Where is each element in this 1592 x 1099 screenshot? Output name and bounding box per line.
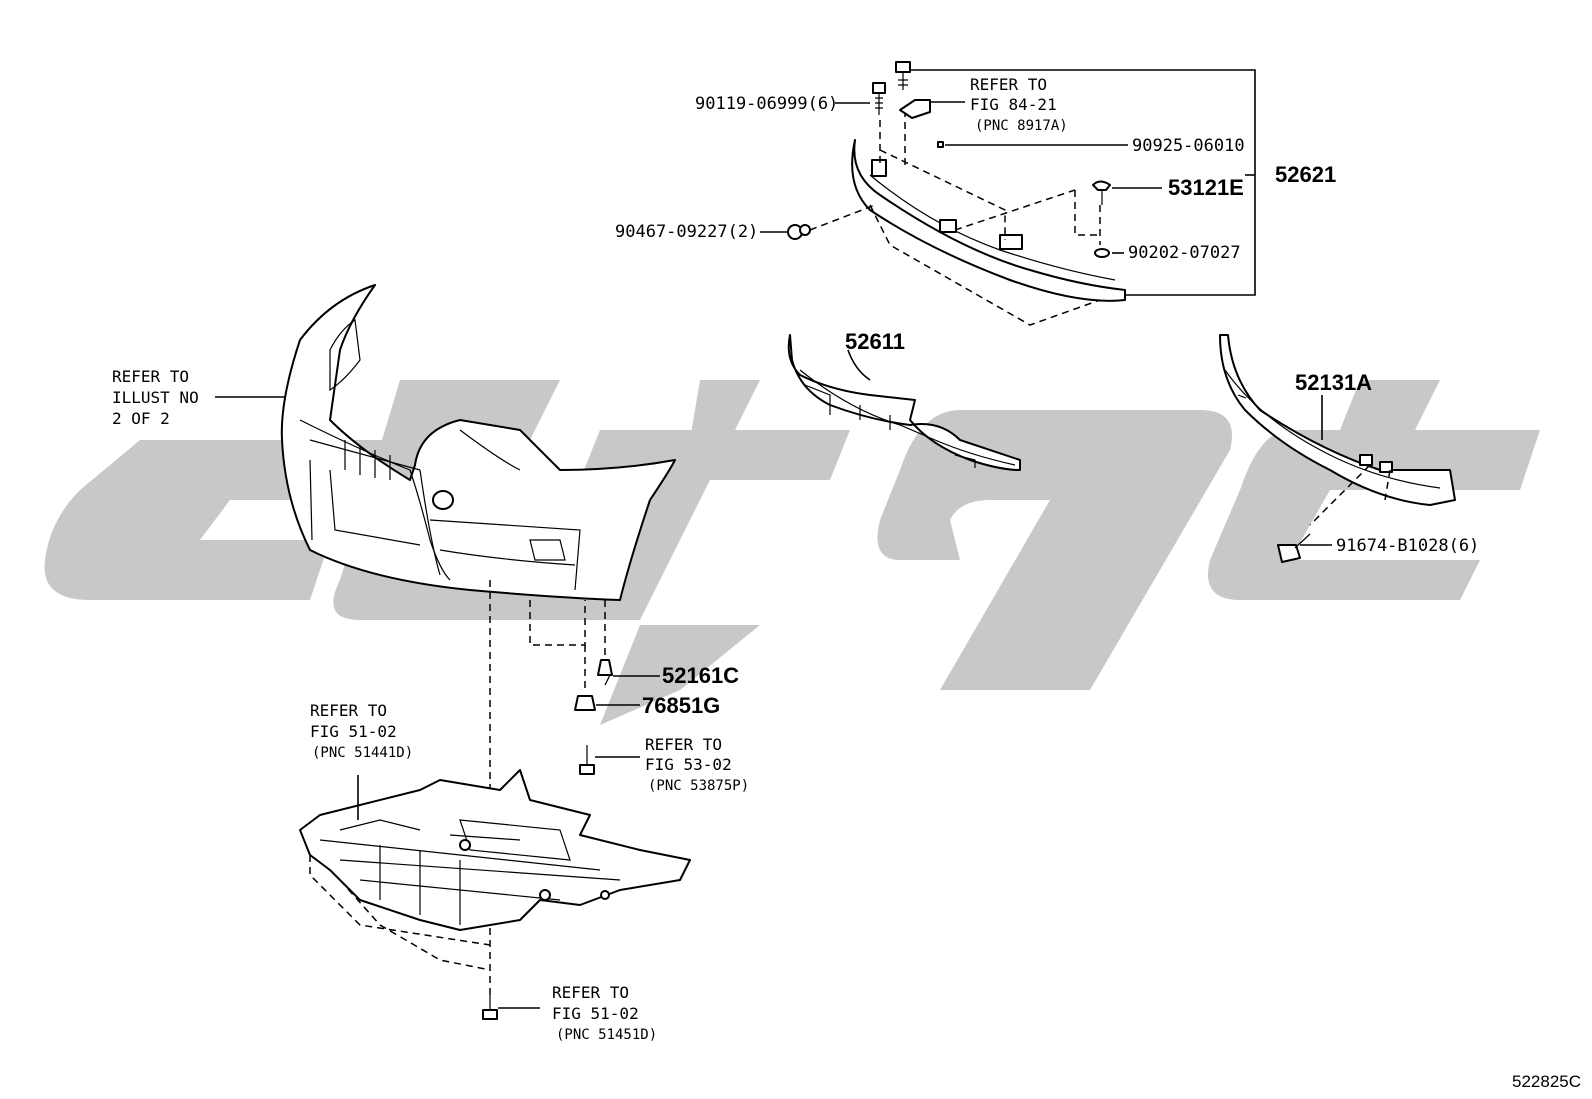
label-52611[interactable]: 52611	[845, 329, 905, 354]
reinforcement-52131A	[1219, 334, 1456, 506]
diagram-code: 522825C	[1512, 1072, 1581, 1091]
label-91674[interactable]: 91674-B1028(6)	[1336, 536, 1479, 556]
spoiler-52621	[787, 61, 1256, 326]
nut-76851G	[574, 695, 596, 711]
label-53121E[interactable]: 53121E	[1168, 175, 1244, 200]
ref-fig5102b-l3: (PNC 51451D)	[556, 1027, 657, 1043]
ref-fig5102a-l2: FIG 51-02	[310, 722, 397, 741]
ref-fig5102a-l1: REFER TO	[310, 701, 387, 720]
ref-fig8421-l2: FIG 84-21	[970, 95, 1057, 114]
ref-fig8421-l3: (PNC 8917A)	[975, 118, 1068, 134]
screw-90467	[787, 224, 811, 240]
watermark-glyph-8	[1320, 380, 1440, 480]
bolt-fig5102b	[482, 995, 498, 1020]
bolt-91674	[1277, 533, 1311, 563]
label-76851G[interactable]: 76851G	[642, 693, 720, 718]
bolt-90119	[872, 82, 886, 115]
clip-52161C	[597, 659, 613, 686]
label-52161C[interactable]: 52161C	[662, 663, 739, 688]
bolt-fig5302	[579, 745, 595, 775]
bolt-top	[895, 61, 911, 90]
watermark-glyph-5	[600, 625, 760, 725]
bracket-fig8421	[899, 99, 931, 119]
ref-fig5302-l2: FIG 53-02	[645, 755, 732, 774]
ref-illust-l3: 2 OF 2	[112, 409, 170, 428]
ref-fig5302-l3: (PNC 53875P)	[648, 778, 749, 794]
watermark	[44, 380, 1540, 725]
watermark-glyph-6	[877, 410, 1232, 690]
bumper-cover	[280, 284, 676, 601]
label-52131A[interactable]: 52131A	[1295, 370, 1372, 395]
label-90119[interactable]: 90119-06999(6)	[695, 94, 838, 114]
clip-53121E	[1092, 180, 1111, 205]
ref-fig8421-l1: REFER TO	[970, 75, 1047, 94]
ref-fig5102a-l3: (PNC 51441D)	[312, 745, 413, 761]
label-52621[interactable]: 52621	[1275, 162, 1336, 187]
nut-90202	[1094, 248, 1110, 258]
ref-illust-l2: ILLUST NO	[112, 388, 199, 407]
ref-fig5102b-l1: REFER TO	[552, 983, 629, 1002]
engine-under-cover	[299, 769, 691, 931]
absorber-52611	[787, 334, 1021, 471]
ref-illust-l1: REFER TO	[112, 367, 189, 386]
ref-fig5302-l1: REFER TO	[645, 735, 722, 754]
label-90925[interactable]: 90925-06010	[1132, 136, 1245, 156]
label-90467[interactable]: 90467-09227(2)	[615, 222, 758, 242]
label-90202[interactable]: 90202-07027	[1128, 243, 1241, 263]
ref-fig5102b-l2: FIG 51-02	[552, 1004, 639, 1023]
